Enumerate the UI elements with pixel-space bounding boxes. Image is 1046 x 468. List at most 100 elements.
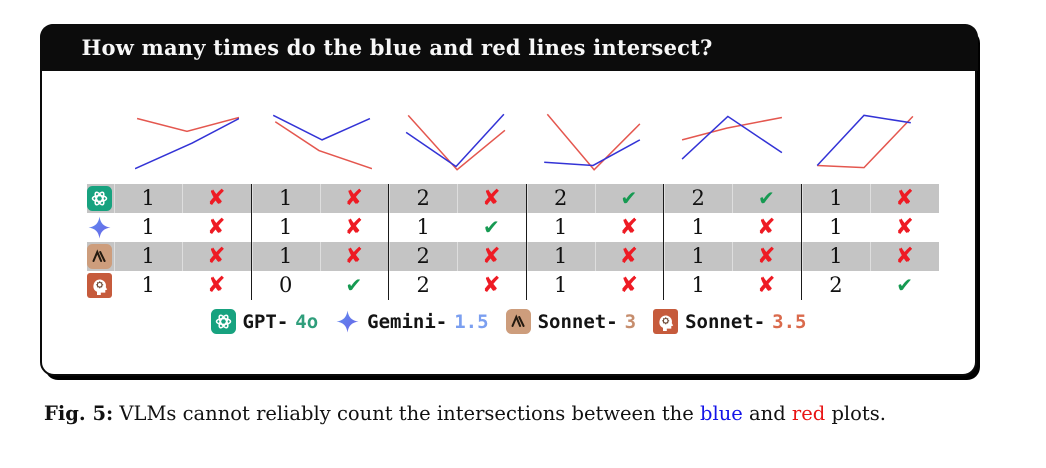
check-icon: ✔: [482, 215, 500, 239]
model-row-icon: [87, 242, 114, 271]
blue-line: [273, 115, 370, 140]
red-line: [408, 115, 505, 169]
caption-word-blue: blue: [699, 402, 743, 425]
answer-value: 1: [252, 184, 320, 213]
cross-icon: ✘: [619, 215, 639, 240]
cross-icon: ✘: [482, 273, 501, 298]
legend-item: Sonnet- 3: [505, 309, 637, 334]
answer-cell: 2✘: [389, 242, 527, 271]
answer-cell: 1✘: [114, 242, 252, 271]
blue-line: [135, 119, 239, 169]
sonnet-3-5-icon: [653, 309, 679, 334]
answer-cell: 1✘: [252, 213, 389, 242]
question-banner: How many times do the blue and red lines…: [39, 23, 978, 71]
table-row: 1✘1✘2✘1✘1✘1✘: [87, 242, 939, 271]
answer-cell: 1✔: [389, 213, 527, 242]
blue-line: [817, 115, 911, 165]
gemini-icon: [336, 310, 359, 333]
table-row: 1✘0✔2✘1✘1✘2✔: [87, 271, 939, 300]
answer-value: 1: [553, 215, 568, 239]
answer-value: 1: [691, 215, 705, 239]
legend-icon: [505, 309, 531, 334]
openai-icon: [87, 186, 112, 211]
answer-cell: 1✘: [114, 271, 252, 300]
answer-value: 1: [691, 273, 705, 297]
cross-icon: ✘: [182, 242, 250, 271]
mini-line-chart-3: [403, 110, 507, 174]
answer-value: 1: [802, 184, 871, 213]
caption-text-after: plots.: [825, 402, 886, 425]
red-line: [137, 117, 239, 131]
model-legend: GPT- 4o Gemini- 1.5 Sonnet- 3: [42, 309, 975, 334]
mini-line-chart-1: [135, 110, 239, 174]
answer-value: 1: [141, 215, 155, 239]
sonnet-3-5-icon: [87, 273, 112, 298]
model-row-icon: [87, 271, 114, 300]
cross-icon: ✘: [870, 184, 939, 213]
model-row-icon: [87, 213, 114, 242]
answer-cell: 1✘: [527, 213, 664, 242]
cross-icon: ✘: [457, 184, 525, 213]
question-text: How many times do the blue and red lines…: [81, 34, 713, 60]
cross-icon: ✘: [344, 215, 364, 240]
answer-value: 2: [389, 184, 457, 213]
answer-value: 1: [829, 215, 843, 239]
answer-cell: 1✘: [252, 184, 389, 213]
legend-item: Sonnet- 3.5: [653, 309, 807, 334]
legend-label-prefix: Sonnet-: [685, 310, 766, 333]
anthropic-icon: [505, 309, 531, 334]
figure-caption-label: Fig. 5:: [44, 402, 114, 425]
answer-value: 2: [664, 184, 732, 213]
caption-text-before: VLMs cannot reliably count the intersect…: [113, 402, 700, 425]
mini-line-chart-4: [539, 110, 643, 174]
check-icon: ✔: [595, 184, 663, 213]
legend-label-prefix: GPT-: [242, 310, 289, 333]
cross-icon: ✘: [870, 242, 939, 271]
answer-cell: 1✘: [527, 271, 664, 300]
red-line: [547, 114, 640, 169]
cross-icon: ✘: [457, 242, 525, 271]
answer-cell: 1✘: [114, 184, 252, 213]
caption-word-red: red: [791, 402, 826, 425]
answer-cell: 2✘: [389, 184, 527, 213]
answer-value: 2: [389, 242, 457, 271]
blue-line: [544, 140, 640, 166]
cross-icon: ✘: [595, 242, 663, 271]
answer-value: 0: [278, 273, 293, 297]
legend-label-suffix: 4o: [295, 310, 319, 333]
answer-cell: 1✘: [802, 184, 940, 213]
legend-label-prefix: Gemini-: [367, 310, 448, 333]
legend-icon: [210, 309, 236, 334]
model-row-icon: [87, 184, 114, 213]
answer-value: 1: [252, 242, 320, 271]
answer-cell: 1✘: [527, 242, 664, 271]
cross-icon: ✘: [207, 273, 226, 298]
legend-label-suffix: 3.5: [772, 310, 807, 333]
table-row: 1✘1✘2✘2✔2✔1✘: [87, 184, 939, 213]
answer-value: 1: [416, 215, 430, 239]
answer-cell: 2✘: [389, 271, 527, 300]
answer-cell: 1✘: [664, 213, 802, 242]
answer-value: 1: [664, 242, 732, 271]
legend-label-prefix: Sonnet-: [537, 310, 618, 333]
answer-value: 1: [553, 273, 568, 297]
legend-label-suffix: 1.5: [454, 310, 489, 333]
cross-icon: ✘: [182, 184, 250, 213]
answer-cell: 1✘: [802, 242, 940, 271]
blue-line: [406, 114, 504, 166]
legend-label-suffix: 3: [624, 310, 637, 333]
caption-text-middle: and: [742, 402, 792, 425]
answer-value: 2: [829, 273, 843, 297]
mini-line-chart-5: [680, 110, 784, 174]
gemini-icon: [88, 216, 111, 239]
answer-cell: 1✘: [114, 213, 252, 242]
openai-icon: [210, 309, 236, 334]
check-icon: ✔: [345, 273, 363, 297]
answer-cell: 0✔: [252, 271, 389, 300]
answer-cell: 2✔: [802, 271, 940, 300]
answer-cell: 1✘: [802, 213, 940, 242]
cross-icon: ✘: [320, 242, 388, 271]
answers-table: 1✘1✘2✘2✔2✔1✘ 1✘1✘1✔1✘1✘1✘ 1✘1✘2✘1✘1✘1✘: [87, 184, 939, 300]
anthropic-icon: [87, 244, 112, 269]
